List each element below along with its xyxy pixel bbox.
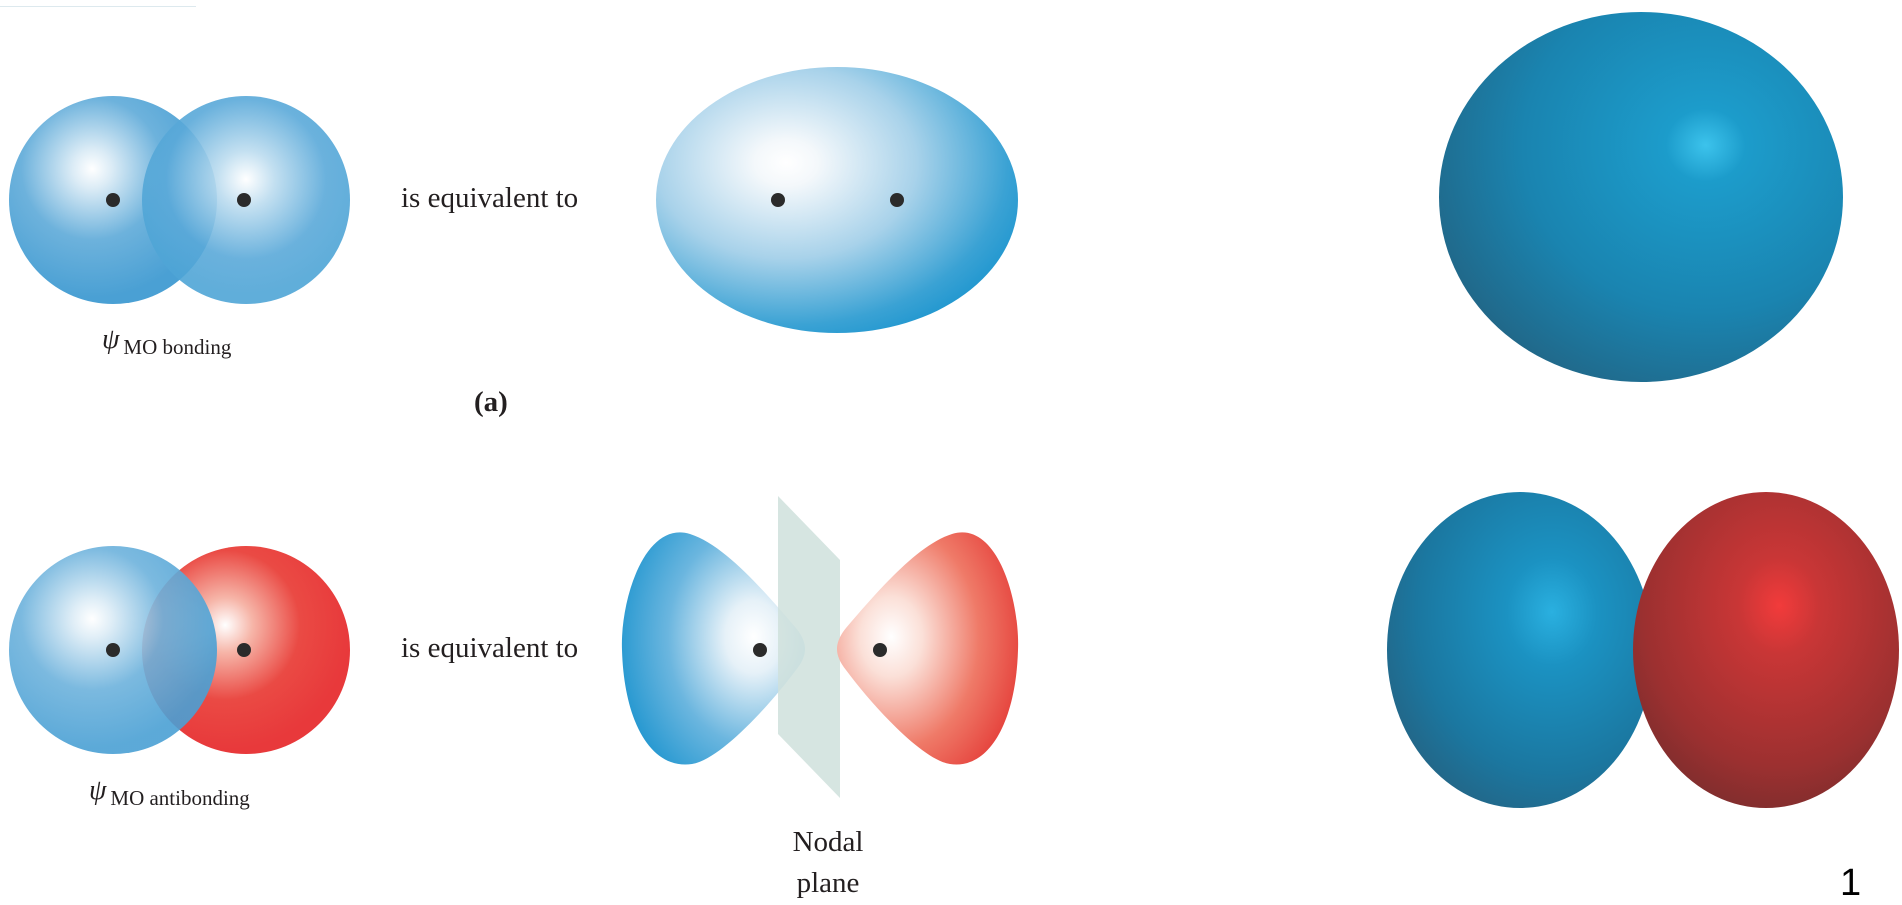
psi-symbol: ψ — [102, 324, 120, 355]
psi-symbol: ψ — [89, 775, 107, 806]
bonding-ellipse — [656, 67, 1018, 333]
bonding-overlap-spheres — [9, 96, 350, 304]
antibonding-molecular-orbital — [621, 496, 1019, 798]
bonding-molecular-orbital — [656, 67, 1018, 333]
equivalent-label-bottom: is equivalent to — [401, 632, 579, 664]
blue-lobe — [621, 532, 805, 765]
left-nucleus — [106, 193, 120, 207]
nodal-label-line2: plane — [796, 867, 860, 899]
bonding-subscript: MO bonding — [123, 335, 232, 359]
equivalent-label-top: is equivalent to — [401, 182, 579, 214]
bonding-3d-render — [1439, 12, 1843, 382]
left-nucleus — [753, 643, 767, 657]
nodal-plane-label: Nodal plane — [768, 822, 888, 904]
left-nucleus — [106, 643, 120, 657]
page-number: 1 — [1840, 862, 1862, 904]
right-nucleus — [890, 193, 904, 207]
nodal-plane — [778, 496, 840, 798]
antibonding-overlap-spheres — [9, 546, 350, 754]
right-nucleus — [237, 193, 251, 207]
nodal-label-line1: Nodal — [792, 826, 864, 858]
part-a-label: (a) — [474, 386, 508, 418]
right-nucleus — [873, 643, 887, 657]
blue-3d-lobe — [1387, 492, 1653, 808]
top-rule — [0, 6, 196, 7]
bonding-3d-sphere — [1439, 12, 1843, 382]
red-lobe — [837, 532, 1019, 765]
antibonding-3d-render — [1387, 492, 1899, 808]
red-3d-lobe — [1633, 492, 1899, 808]
antibonding-subscript: MO antibonding — [110, 786, 250, 810]
left-nucleus — [771, 193, 785, 207]
right-nucleus — [237, 643, 251, 657]
